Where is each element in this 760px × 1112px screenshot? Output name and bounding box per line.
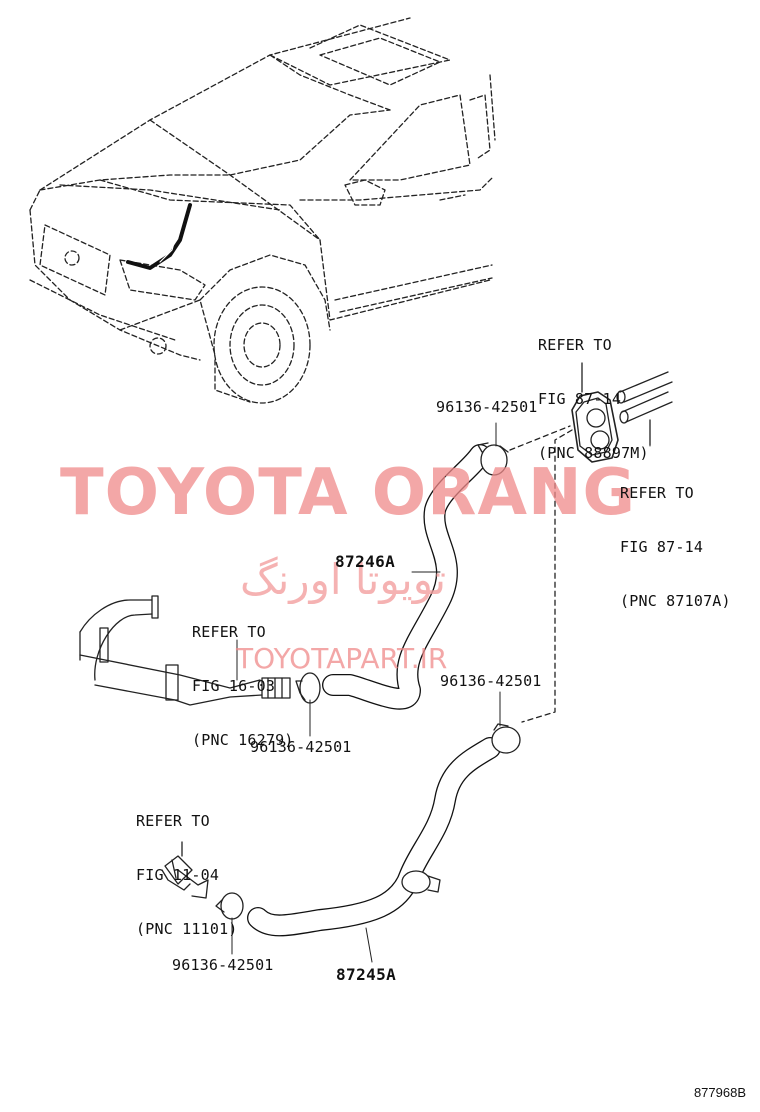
dashed-guide-top	[509, 425, 571, 451]
part-label-clamp-mid-right[interactable]: 96136-42501	[440, 672, 542, 690]
ref-line2: FIG 16-03	[192, 677, 276, 695]
clamp-top[interactable]	[477, 442, 509, 476]
part-label-clamp-mid-left[interactable]: 96136-42501	[250, 738, 352, 756]
ref-88897m[interactable]: REFER TO FIG 87-14 (PNC 88897M)	[538, 300, 649, 480]
dashed-guide	[521, 429, 573, 723]
ref-line2: FIG 87-14	[620, 538, 704, 556]
part-label-hose-upper[interactable]: 87246A	[335, 552, 396, 571]
clamp-lower-body[interactable]	[401, 870, 441, 894]
ref-line3: (PNC 88897M)	[538, 444, 649, 462]
part-label-clamp-top[interactable]: 96136-42501	[436, 398, 538, 416]
ref-line2: FIG 11-04	[136, 866, 220, 884]
ref-16279[interactable]: REFER TO FIG 16-03 (PNC 16279)	[192, 587, 294, 767]
hose-87245a[interactable]	[247, 737, 501, 937]
engine-fitting-11101[interactable]	[161, 841, 209, 899]
leader-lines	[231, 419, 651, 963]
hose-87246a[interactable]	[322, 444, 491, 710]
ref-line1: REFER TO	[620, 484, 694, 502]
ref-87107a[interactable]: REFER TO FIG 87-14 (PNC 87107A)	[620, 448, 731, 628]
clamp-bottom[interactable]	[215, 892, 244, 920]
engine-hose	[126, 203, 192, 270]
ref-line1: REFER TO	[538, 336, 612, 354]
watermark-site: TOYOTAPART.IR	[236, 642, 448, 675]
figure-code: 877968B	[693, 1085, 746, 1100]
ref-line1: REFER TO	[136, 812, 210, 830]
ref-line3: (PNC 16279)	[192, 731, 294, 749]
clamp-mid-left[interactable]	[295, 672, 321, 704]
part-label-clamp-bottom[interactable]: 96136-42501	[172, 956, 274, 974]
watermark-persian: تویوتا اورنگ	[240, 555, 447, 604]
vehicle-outline	[29, 17, 496, 404]
pipes-87107a[interactable]	[616, 371, 673, 446]
watermark-title: TOYOTA ORANG	[60, 456, 637, 530]
ref-line3: (PNC 11101)	[136, 920, 238, 938]
clamp-mid-right[interactable]	[491, 723, 521, 754]
water-pipe-16279[interactable]	[79, 595, 291, 706]
ref-11101[interactable]: REFER TO FIG 11-04 (PNC 11101)	[136, 776, 238, 956]
grommet-88897m[interactable]	[571, 362, 619, 463]
ref-line2: FIG 87-14	[538, 390, 622, 408]
ref-line3: (PNC 87107A)	[620, 592, 731, 610]
part-label-hose-lower[interactable]: 87245A	[336, 965, 397, 984]
ref-line1: REFER TO	[192, 623, 266, 641]
